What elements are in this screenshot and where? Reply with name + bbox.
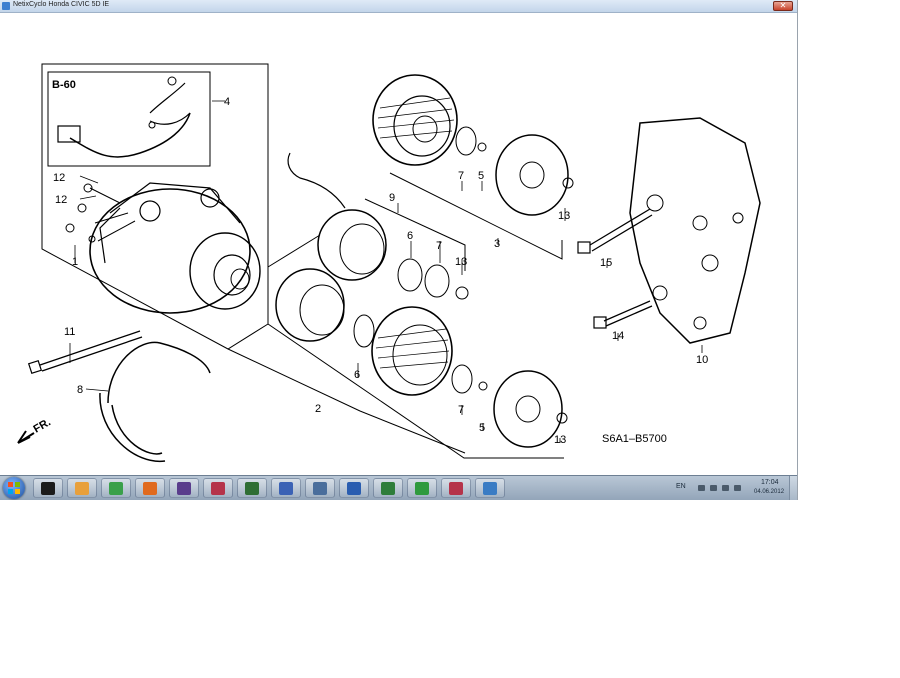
callout-8: 8 <box>77 384 83 396</box>
field-coil <box>317 209 387 281</box>
upper-armature-plate <box>495 134 569 216</box>
compressor-bracket <box>629 117 761 344</box>
taskbar-word[interactable] <box>339 478 369 498</box>
command-prompt-icon <box>41 482 55 495</box>
title-bar[interactable]: NetixCyclo Honda CIVIC 5D IE ✕ <box>0 0 797 13</box>
callout-5-lower: 5 <box>479 422 485 434</box>
callout-10: 10 <box>696 354 708 366</box>
callout-12-upper: 12 <box>53 172 65 184</box>
tray-network-icon[interactable] <box>710 485 717 491</box>
callout-1: 1 <box>72 256 78 268</box>
users-icon <box>483 482 497 495</box>
save-disk-icon <box>177 482 191 495</box>
app-icon <box>2 2 10 10</box>
lower-field-coil <box>275 268 345 342</box>
callout-13-upper: 13 <box>558 210 570 222</box>
taskbar-outlook[interactable] <box>67 478 97 498</box>
application-window: NetixCyclo Honda CIVIC 5D IE ✕ <box>0 0 798 500</box>
taskbar-chrome[interactable] <box>101 478 131 498</box>
eye-viewer-icon <box>245 482 259 495</box>
taskbar-access[interactable] <box>203 478 233 498</box>
taskbar-access-2[interactable] <box>441 478 471 498</box>
callout-2: 2 <box>315 403 321 415</box>
group-label-b60: B-60 <box>52 79 76 91</box>
callout-4: 4 <box>224 96 230 108</box>
reference-code: S6A1–B5700 <box>602 433 667 445</box>
harness-frame <box>47 71 211 167</box>
callout-7-upper: 7 <box>458 170 464 182</box>
callout-15: 15 <box>600 257 612 269</box>
front-marker: FR. <box>32 416 53 435</box>
callout-13-lower: 13 <box>554 434 566 446</box>
callout-6-upper: 6 <box>407 230 413 242</box>
chrome-icon <box>109 482 123 495</box>
firefox-icon <box>143 482 157 495</box>
taskbar-eye-viewer[interactable] <box>237 478 267 498</box>
callout-11: 11 <box>64 326 75 338</box>
clock-date[interactable]: 04.06.2012 <box>754 489 785 495</box>
language-indicator[interactable]: EN <box>676 483 686 490</box>
access-icon <box>211 482 225 495</box>
parts-diagram: B-60 4 12 12 1 11 8 FR. 9 7 5 13 3 6 7 1… <box>17 63 761 462</box>
taskbar-excel[interactable] <box>373 478 403 498</box>
start-button[interactable] <box>3 477 25 499</box>
clock-time[interactable]: 17:04 <box>761 479 779 486</box>
taskbar: EN 17:04 04.06.2012 <box>0 475 797 500</box>
upper-pulley <box>372 74 458 166</box>
compressor-group-frame <box>41 63 269 350</box>
callout-7-lower: 7 <box>458 404 464 416</box>
tray-flag-icon[interactable] <box>722 485 729 491</box>
tray-volume-icon[interactable] <box>734 485 741 491</box>
taskbar-visio[interactable] <box>271 478 301 498</box>
show-desktop-button[interactable] <box>789 476 797 500</box>
taskbar-green-app[interactable] <box>407 478 437 498</box>
window-title: NetixCyclo Honda CIVIC 5D IE <box>13 1 110 8</box>
green-app-icon <box>415 482 429 495</box>
compressor-body <box>89 188 251 314</box>
outlook-icon <box>75 482 89 495</box>
close-button[interactable]: ✕ <box>773 1 793 11</box>
callout-9: 9 <box>389 192 395 204</box>
callout-3: 3 <box>494 238 500 250</box>
tray-arrow-icon[interactable] <box>698 485 705 491</box>
excel-icon <box>381 482 395 495</box>
taskbar-command-prompt[interactable] <box>33 478 63 498</box>
callout-12-lower: 12 <box>55 194 67 206</box>
lower-pulley <box>371 306 453 396</box>
drive-belt <box>99 341 211 462</box>
access-2-icon <box>449 482 463 495</box>
callout-13-middle: 13 <box>455 256 467 268</box>
taskbar-users[interactable] <box>475 478 505 498</box>
network-icon <box>313 482 327 495</box>
taskbar-network[interactable] <box>305 478 335 498</box>
windows-logo-icon <box>7 481 21 495</box>
taskbar-firefox[interactable] <box>135 478 165 498</box>
callout-14: 14 <box>612 330 624 342</box>
taskbar-save-disk[interactable] <box>169 478 199 498</box>
callout-5-upper: 5 <box>478 170 484 182</box>
callout-6-lower: 6 <box>354 369 360 381</box>
visio-icon <box>279 482 293 495</box>
word-icon <box>347 482 361 495</box>
callout-7-middle: 7 <box>436 240 442 252</box>
lower-armature-plate <box>493 370 563 448</box>
